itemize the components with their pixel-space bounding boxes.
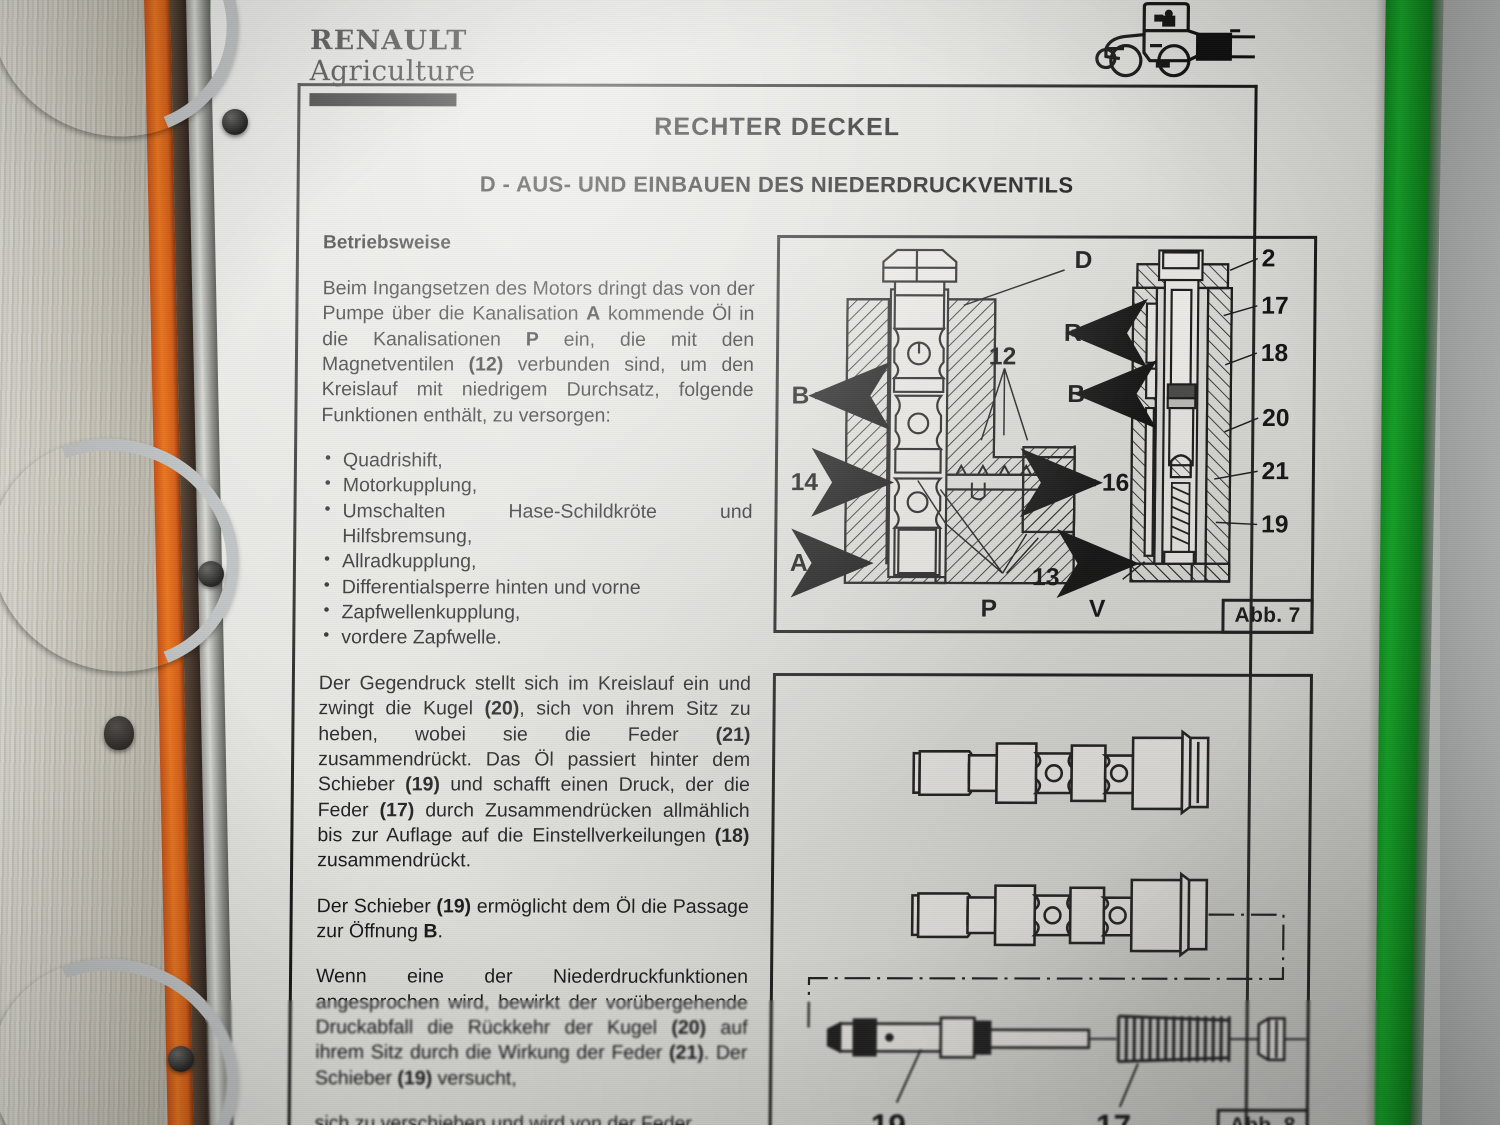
figure7-callout-2: 2 [1262,245,1276,272]
figure7-callout-R: R [1064,320,1082,347]
figure7-callout-B-right: B [1067,381,1085,408]
figure7-callout-13: 13 [1032,564,1060,591]
figure7-callout-17: 17 [1261,293,1289,320]
figure-8-diagram: 19 17 [807,729,1307,1125]
figure7-callout-P: P [980,596,997,623]
list-item: Allradkupplung, [320,550,752,576]
figure-7-diagram: D B 14 A 12 13 P R B 16 V 2 17 [790,245,1290,623]
function-list: Quadrishift, Motorkupplung, Umschalten H… [319,448,753,651]
spring-17 [1116,1014,1231,1064]
paragraph-4-cutoff: sich zu verschieben und wird von der Fed… [314,1112,692,1125]
figure7-callout-18: 18 [1261,340,1289,367]
list-item: Motorkupplung, [321,474,753,500]
part-exploded-row [826,1014,1307,1064]
list-item: Quadrishift, [321,448,753,474]
figure7-callout-19: 19 [1261,511,1289,538]
list-item: Zapfwellenkupplung, [319,600,751,626]
paragraph-2: Der Gegendruck stellt sich im Kreislauf … [317,671,751,872]
figure8-callout-17: 17 [1096,1108,1131,1125]
content-frame: RECHTER DECKEL D - AUS- UND EINBAUEN DES… [287,83,1318,1125]
figure7-callout-16: 16 [1102,470,1130,497]
brand-name-renault: RENAULT [309,25,468,57]
part-lower-spool [910,871,1209,958]
binder-ring-post [104,716,134,750]
binder-ring-tip [168,1046,194,1072]
tractor-icon [1095,2,1256,78]
paragraph-1: Beim Ingangsetzen des Motors dringt das … [321,277,755,427]
page-subtitle: D - AUS- UND EINBAUEN DES NIEDERDRUCKVEN… [479,171,1074,198]
section-heading: Betriebsweise [322,232,451,254]
list-item: Differentialsperre hinten und vorne [320,575,752,601]
paragraph-4: Wenn eine der Niederdruckfunktionen ange… [314,965,749,1090]
binder-ring-tip [222,109,248,135]
part-upper-spool [912,729,1210,816]
figure7-callout-A: A [790,550,808,577]
desk-surface [1440,0,1500,1125]
list-item: vordere Zapfwelle. [319,626,751,652]
list-item: Umschalten Hase-Schildkröte und Hilfsbre… [320,499,752,550]
figure7-callout-20: 20 [1262,405,1290,432]
figure-8-caption: Abb. 8 [1216,1108,1309,1125]
page-content-area: RENAULT Agriculture [199,0,1385,1125]
figure-8: 19 17 Abb. 8 [768,672,1313,1125]
figure7-callout-21: 21 [1261,458,1289,485]
figure-7: D B 14 A 12 13 P R B 16 V 2 17 [773,234,1318,634]
figure8-callout-19: 19 [871,1107,906,1125]
figure7-callout-D: D [1074,247,1092,274]
paragraph-3: Der Schieber (19) ermöglicht dem Öl die … [316,894,749,943]
figure7-callout-14: 14 [791,469,819,496]
figure7-callout-12: 12 [989,343,1017,370]
figure7-callout-B-left: B [791,382,809,409]
figure7-callout-V: V [1089,596,1106,623]
page-title: RECHTER DECKEL [654,112,901,142]
figure-7-caption: Abb. 7 [1221,598,1314,634]
binder-ring-tip [198,561,224,587]
manual-page-sheet: RENAULT Agriculture [199,0,1386,1125]
body-text-column: Betriebsweise Beim Ingangsetzen des Moto… [314,232,755,1125]
